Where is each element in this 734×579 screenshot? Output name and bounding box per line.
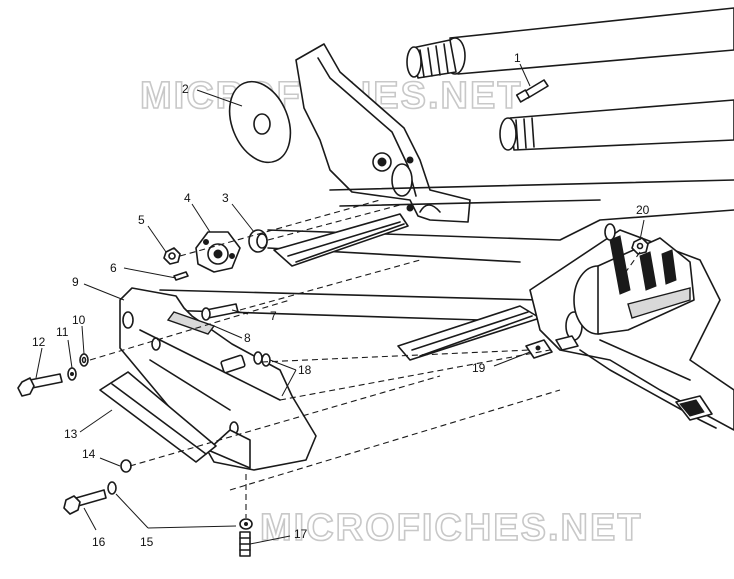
part-13-strip bbox=[99, 371, 217, 463]
callout-18: 18 bbox=[298, 363, 312, 377]
part-15-washer bbox=[107, 481, 253, 530]
callout-9: 9 bbox=[72, 275, 79, 289]
callout-16: 16 bbox=[92, 535, 106, 549]
upper-footrest bbox=[273, 213, 409, 267]
part-17-bolt bbox=[239, 531, 251, 557]
callout-15: 15 bbox=[140, 535, 154, 549]
callout-4: 4 bbox=[184, 191, 191, 205]
part-20-nut bbox=[631, 237, 649, 255]
callout-12: 12 bbox=[32, 335, 46, 349]
callout-17: 17 bbox=[294, 527, 308, 541]
lower-footrest bbox=[397, 305, 541, 361]
callout-6: 6 bbox=[110, 261, 117, 275]
bottom-right-clip bbox=[675, 395, 713, 421]
callout-3: 3 bbox=[222, 191, 229, 205]
part-18-washer-pair bbox=[253, 351, 271, 367]
lower-shaft bbox=[499, 99, 734, 151]
watermark-bottom: MICROFICHES.NET bbox=[260, 507, 643, 549]
part-12-bolt bbox=[17, 373, 63, 397]
part-3-spacer bbox=[248, 229, 268, 253]
part-10-washer bbox=[79, 353, 89, 367]
callout-labels: 1 2 3 4 5 6 7 8 9 10 11 12 13 14 15 16 1… bbox=[32, 51, 650, 549]
callout-8: 8 bbox=[244, 331, 251, 345]
part-4-flange-bearing bbox=[195, 231, 241, 273]
part-7-bolt bbox=[201, 303, 239, 321]
callout-2: 2 bbox=[182, 82, 189, 96]
callout-13: 13 bbox=[64, 427, 78, 441]
spring-housing bbox=[573, 223, 695, 335]
part-1-bolt bbox=[515, 79, 549, 103]
part-14-pin bbox=[120, 459, 132, 473]
part-16-bolt bbox=[63, 489, 107, 515]
part-19-tab bbox=[525, 335, 579, 359]
callout-19: 19 bbox=[472, 361, 486, 375]
callout-14: 14 bbox=[82, 447, 96, 461]
chassis-frame bbox=[159, 43, 734, 321]
upper-shaft bbox=[406, 7, 734, 79]
part-11-lock-washer bbox=[67, 367, 77, 381]
callout-11: 11 bbox=[56, 325, 69, 339]
callout-7: 7 bbox=[270, 309, 277, 323]
callout-5: 5 bbox=[138, 213, 145, 227]
part-2-washer-disc bbox=[228, 80, 292, 164]
callout-20: 20 bbox=[636, 203, 650, 217]
callout-1: 1 bbox=[514, 51, 521, 65]
part-6-pin bbox=[173, 271, 189, 281]
callout-10: 10 bbox=[72, 313, 86, 327]
leader-lines bbox=[35, 63, 645, 545]
part-5-nut bbox=[163, 247, 181, 265]
assembly-lines bbox=[89, 199, 641, 518]
